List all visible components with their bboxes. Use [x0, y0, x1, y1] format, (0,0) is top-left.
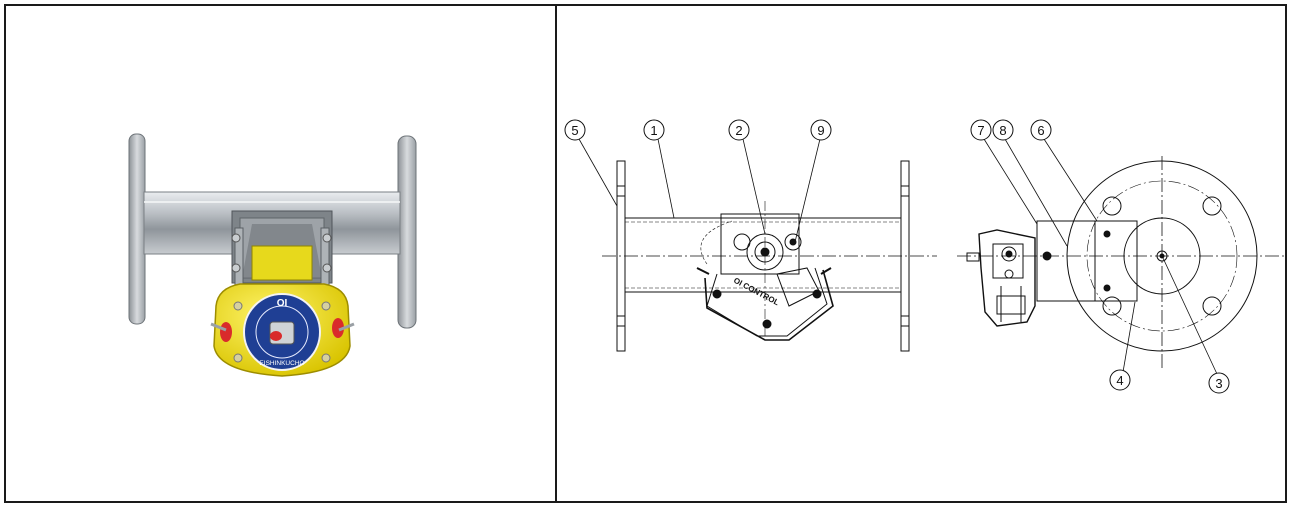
svg-text:3: 3 [1215, 376, 1222, 391]
callout-3: 3 [1208, 372, 1230, 394]
side-view [957, 156, 1285, 371]
svg-text:5: 5 [571, 123, 578, 138]
svg-text:4: 4 [1116, 373, 1123, 388]
svg-text:7: 7 [977, 123, 984, 138]
callout-4: 4 [1109, 369, 1131, 391]
svg-text:1: 1 [650, 123, 657, 138]
product-photo: OI EISHINKUCHO [128, 133, 417, 377]
technical-drawing-panel: OI CONTROL [557, 6, 1285, 501]
left-flange [128, 133, 146, 325]
figure-frame: OI EISHINKUCHO [4, 4, 1287, 503]
panel-divider [555, 6, 557, 501]
badge-top-text: OI [277, 298, 288, 309]
svg-text:2: 2 [735, 123, 742, 138]
callout-1: 1 [643, 119, 665, 141]
mounting-bracket [231, 210, 333, 289]
technical-drawing: OI CONTROL [564, 119, 1285, 394]
callout-5: 5 [564, 119, 586, 141]
callout-7: 7 [970, 119, 992, 141]
right-flange [397, 135, 417, 329]
callout-2: 2 [728, 119, 750, 141]
svg-text:9: 9 [817, 123, 824, 138]
badge-bottom-text: EISHINKUCHO [259, 360, 304, 367]
callout-6: 6 [1030, 119, 1052, 141]
callout-9: 9 [810, 119, 832, 141]
front-view: OI CONTROL [602, 160, 937, 352]
brand-badge: OI EISHINKUCHO [243, 293, 321, 371]
callout-leaders [578, 138, 1218, 375]
svg-text:8: 8 [999, 123, 1006, 138]
callout-8: 8 [992, 119, 1014, 141]
svg-text:6: 6 [1037, 123, 1044, 138]
product-photo-panel: OI EISHINKUCHO [6, 6, 555, 501]
